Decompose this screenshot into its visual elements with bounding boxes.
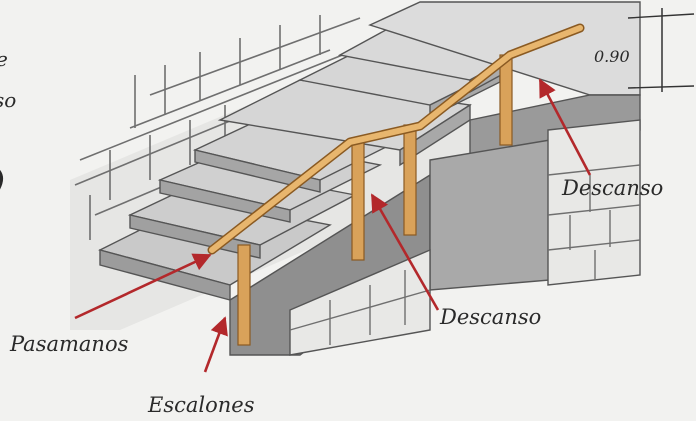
- label-descanso-lower: Descanso: [439, 305, 541, 329]
- arrow-descanso-lower: [370, 193, 440, 311]
- right-brick-pillar: [547, 119, 641, 286]
- callout-arrows: [74, 78, 592, 373]
- handrail-posts: [237, 54, 513, 346]
- cropped-glyph-fragment: [0, 169, 3, 190]
- cropped-text-fragment-top: e: [0, 47, 8, 71]
- arrow-descanso-upper: [538, 78, 592, 176]
- front-brick-block: [289, 248, 431, 356]
- cropped-text-fragment-mid: so: [0, 88, 16, 112]
- handrail: [207, 23, 585, 346]
- arrow-escalones: [203, 316, 228, 373]
- label-descanso-upper: Descanso: [561, 176, 663, 200]
- height-dimension: 0.90: [594, 8, 695, 92]
- arrow-pasamanos: [74, 253, 212, 320]
- dimension-label: 0.90: [594, 47, 630, 66]
- label-pasamanos: Pasamanos: [9, 332, 129, 356]
- label-escalones: Escalones: [147, 393, 255, 417]
